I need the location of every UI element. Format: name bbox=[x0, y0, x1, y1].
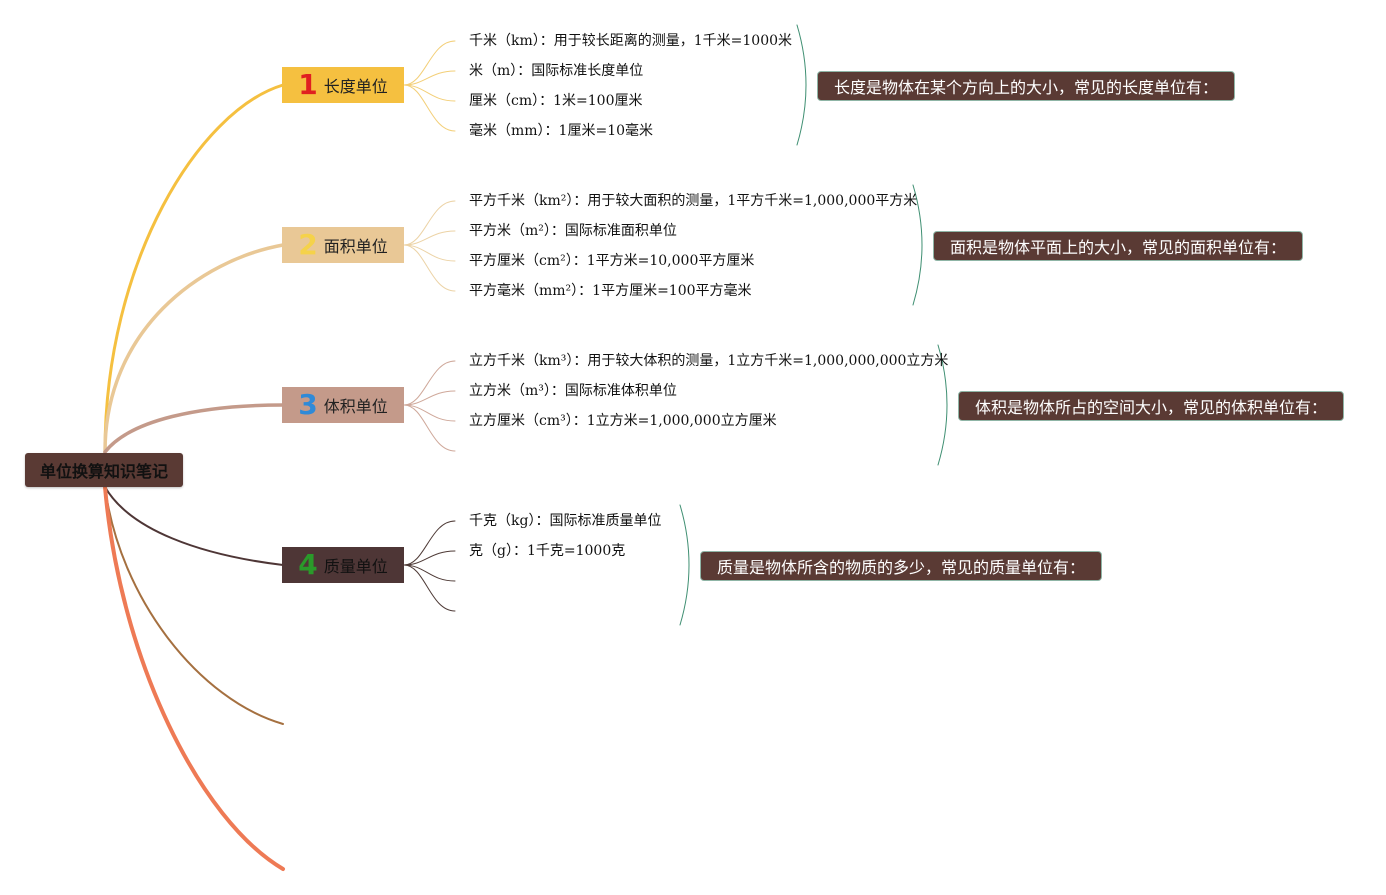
leaf-item[interactable]: 千米（km）：用于较长距离的测量，1千米=1000米 bbox=[469, 33, 793, 49]
leaf-item[interactable]: 克（g）：1千克=1000克 bbox=[469, 543, 626, 559]
root-to-branch-1-line bbox=[103, 83, 285, 454]
branch-number: 4 bbox=[298, 548, 318, 581]
leaf-item[interactable]: 毫米（mm）：1厘米=10毫米 bbox=[469, 123, 654, 139]
branch-2-leaf-4-line bbox=[403, 244, 456, 292]
branch-area-units[interactable]: 2 面积单位 bbox=[282, 227, 404, 263]
branch-1-leaf-1-line bbox=[403, 40, 456, 86]
branch-number: 1 bbox=[298, 68, 318, 101]
branch-volume-units[interactable]: 3 体积单位 bbox=[282, 387, 404, 423]
leaf-item[interactable]: 平方米（m²）：国际标准面积单位 bbox=[469, 223, 677, 239]
branch-2-leaf-2-line bbox=[403, 230, 456, 246]
branch-label: 长度单位 bbox=[323, 77, 388, 96]
leaf-item[interactable]: 平方毫米（mm²）：1平方厘米=100平方毫米 bbox=[469, 283, 752, 299]
root-topic[interactable]: 单位换算知识笔记 bbox=[25, 453, 183, 487]
branch-1-leaf-4-line bbox=[403, 84, 456, 132]
leaf-item[interactable]: 千克（kg）：国际标准质量单位 bbox=[469, 513, 662, 529]
branch-4-leaf-4-line bbox=[403, 564, 456, 612]
branch-4-leaf-1-line bbox=[403, 520, 456, 566]
branch-label: 体积单位 bbox=[323, 397, 388, 416]
leaf-item[interactable]: 立方千米（km³）：用于较大体积的测量，1立方千米=1,000,000,000立… bbox=[469, 353, 949, 369]
branch-label: 质量单位 bbox=[323, 557, 388, 576]
summary-length[interactable]: 长度是物体在某个方向上的大小，常见的长度单位有： bbox=[817, 71, 1236, 101]
root-to-branch-4-line bbox=[104, 486, 284, 566]
leaf-item[interactable]: 立方米（m³）：国际标准体积单位 bbox=[469, 383, 677, 399]
leaf-item[interactable]: 米（m）：国际标准长度单位 bbox=[469, 63, 644, 79]
summary-bracket-4 bbox=[679, 504, 690, 626]
branch-3-leaf-2-line bbox=[403, 390, 456, 406]
summary-bracket-2 bbox=[912, 184, 923, 306]
root-to-branch-5-line bbox=[104, 486, 284, 725]
summary-mass[interactable]: 质量是物体所含的物质的多少，常见的质量单位有： bbox=[700, 551, 1103, 581]
summary-bracket-1 bbox=[796, 24, 807, 146]
branch-3-leaf-4-line bbox=[403, 404, 456, 452]
branch-label: 面积单位 bbox=[323, 237, 388, 256]
branch-number: 2 bbox=[298, 228, 318, 261]
root-to-branch-3-line bbox=[103, 403, 285, 454]
summary-area[interactable]: 面积是物体平面上的大小，常见的面积单位有： bbox=[933, 231, 1304, 261]
branch-3-leaf-1-line bbox=[403, 360, 456, 406]
root-to-branch-6-line bbox=[103, 485, 285, 871]
leaf-item[interactable]: 平方厘米（cm²）：1平方米=10,000平方厘米 bbox=[469, 253, 755, 269]
branch-4-leaf-2-line bbox=[403, 550, 456, 566]
leaf-item[interactable]: 立方厘米（cm³）：1立方米=1,000,000立方厘米 bbox=[469, 413, 777, 429]
root-to-branch-2-line bbox=[103, 243, 285, 454]
summary-volume[interactable]: 体积是物体所占的空间大小，常见的体积单位有： bbox=[958, 391, 1345, 421]
leaf-item[interactable]: 厘米（cm）：1米=100厘米 bbox=[469, 93, 643, 109]
branch-mass-units[interactable]: 4 质量单位 bbox=[282, 547, 404, 583]
branch-1-leaf-2-line bbox=[403, 70, 456, 86]
branch-length-units[interactable]: 1 长度单位 bbox=[282, 67, 404, 103]
branch-number: 3 bbox=[298, 388, 318, 421]
summary-bracket-3 bbox=[937, 344, 948, 466]
leaf-item[interactable]: 平方千米（km²）：用于较大面积的测量，1平方千米=1,000,000平方米 bbox=[469, 193, 918, 209]
branch-2-leaf-1-line bbox=[403, 200, 456, 246]
